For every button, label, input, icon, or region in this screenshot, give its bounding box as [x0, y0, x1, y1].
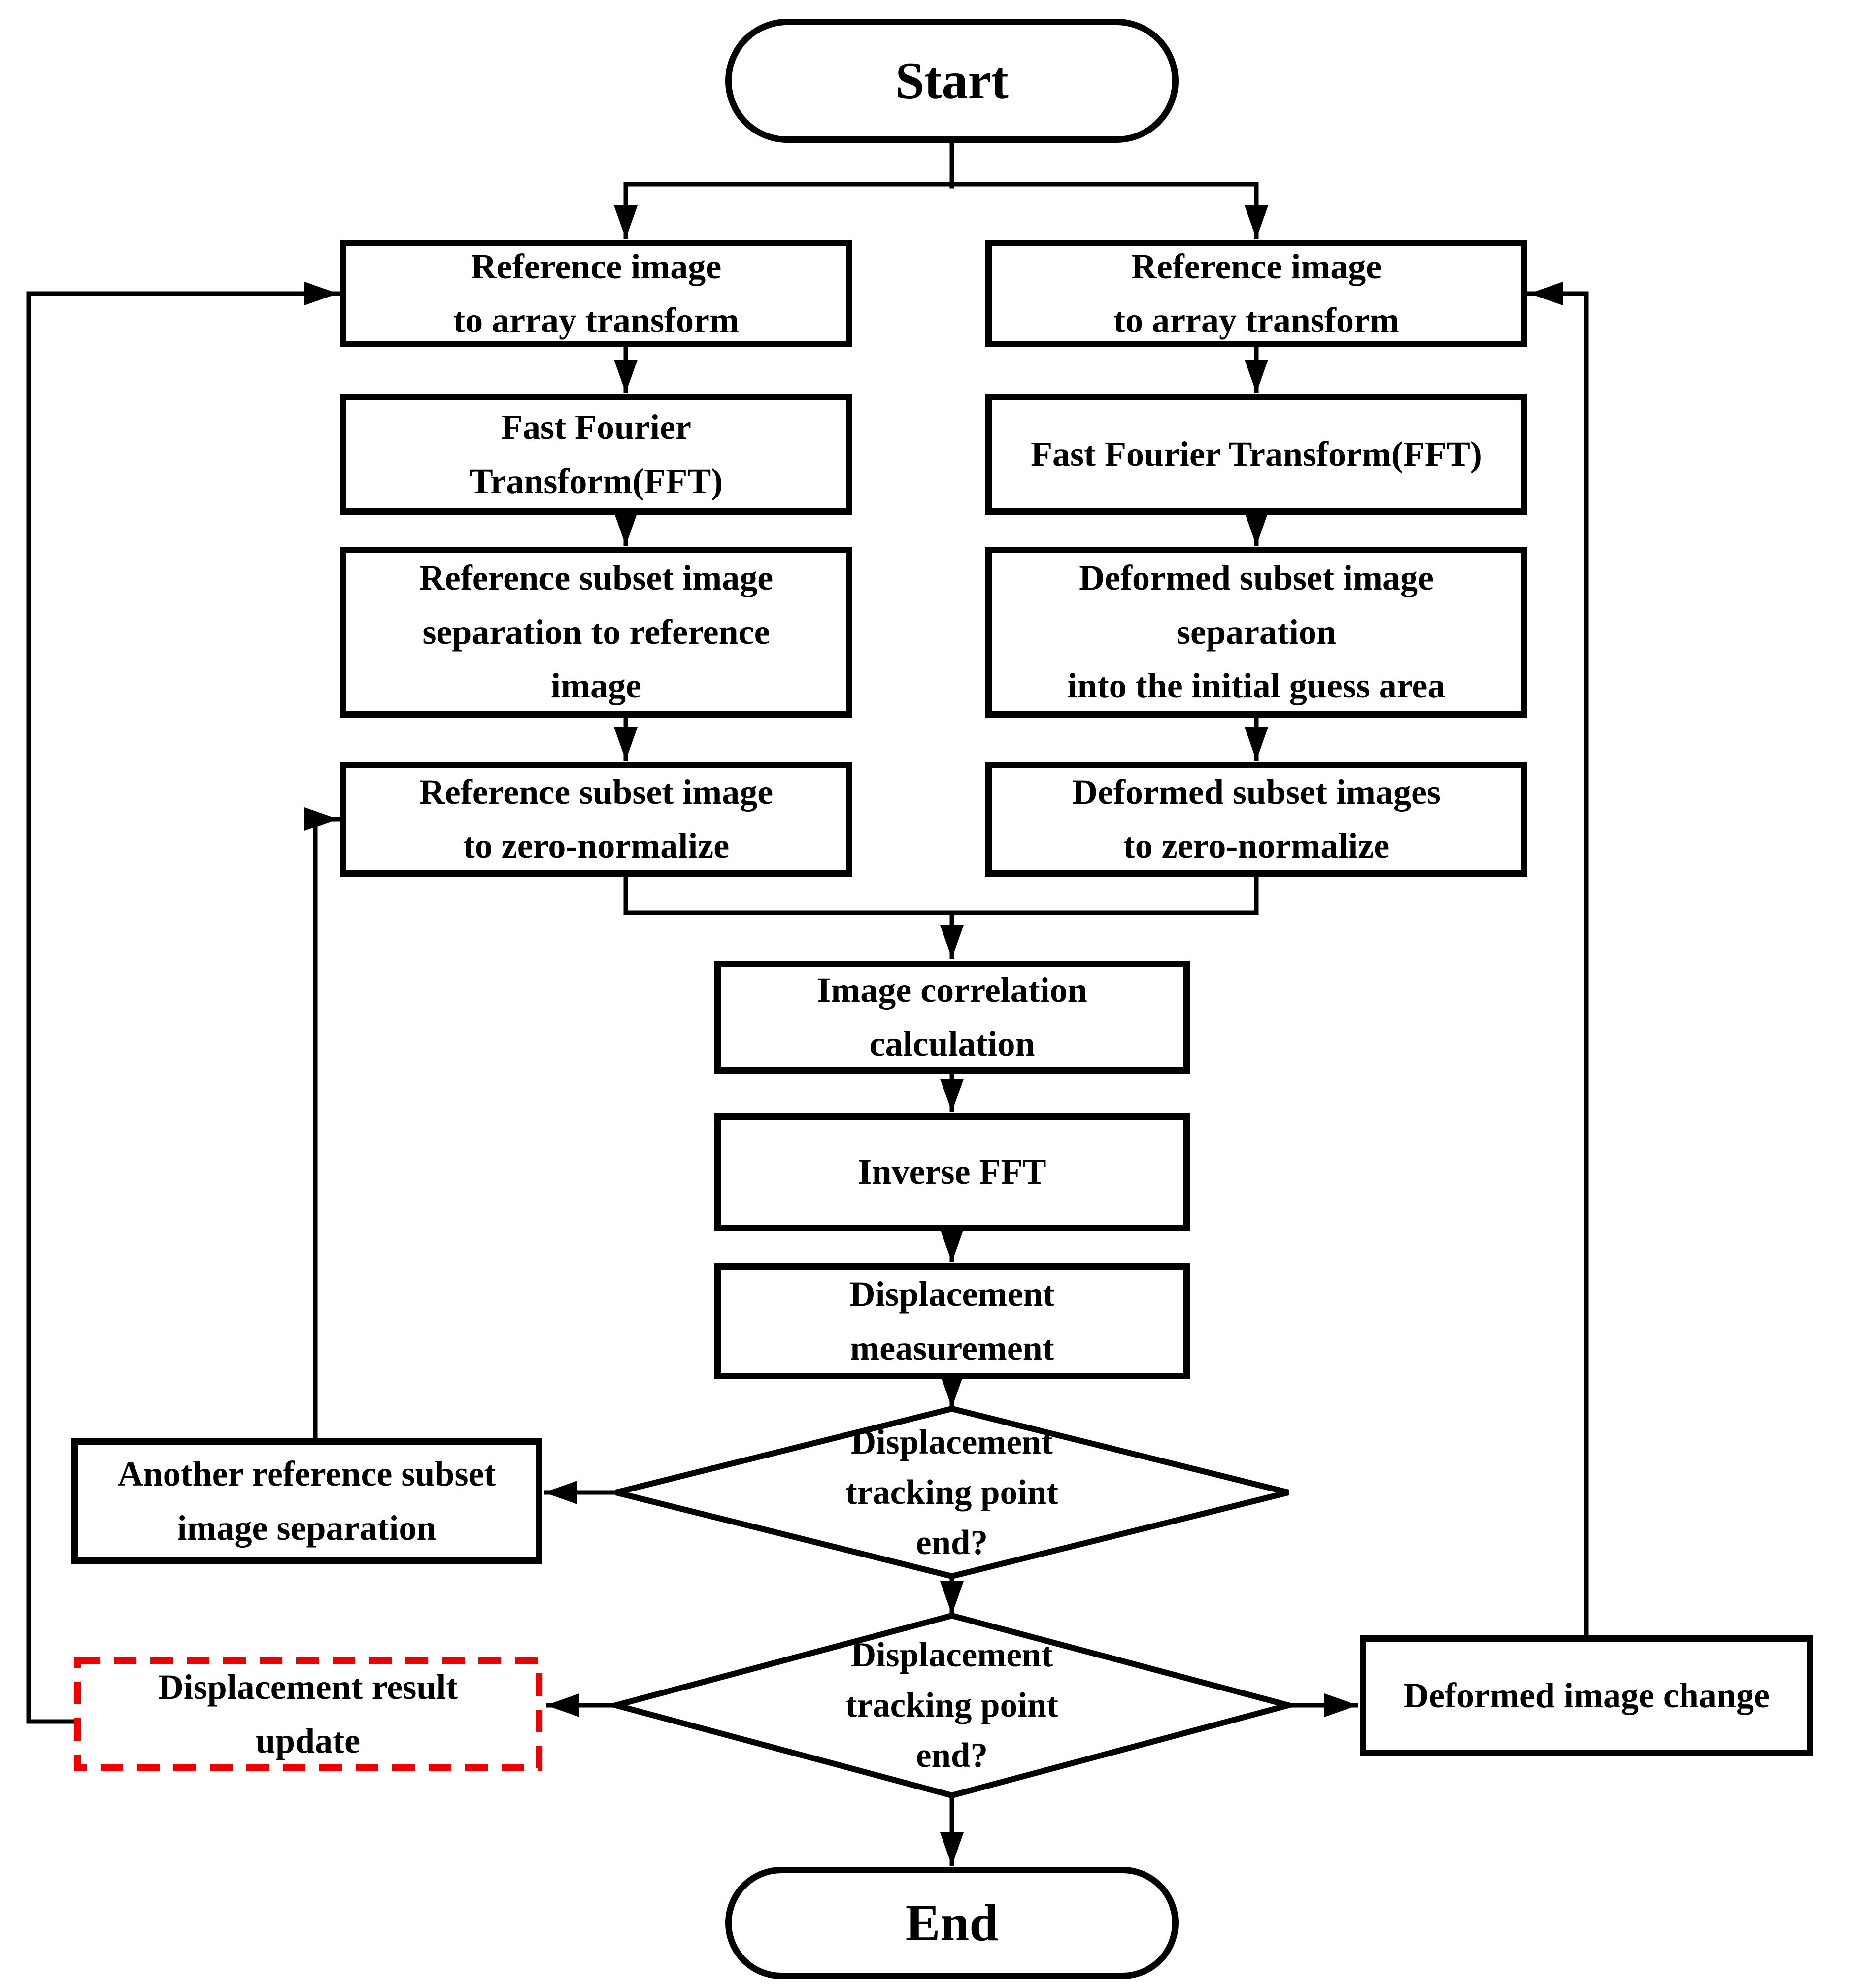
label-line: Deformed subset image: [1079, 558, 1434, 598]
process-deformed-subset-separation: Deformed subset image separation into th…: [985, 547, 1527, 718]
process-reference-image-array-left: Reference image to array transform: [340, 240, 852, 347]
label-line: end?: [916, 1736, 988, 1775]
end-terminal: End: [725, 1867, 1179, 1979]
label-line: Reference image: [471, 246, 722, 286]
label-line: Deformed subset images: [1072, 772, 1441, 812]
label-line: Fast Fourier: [501, 407, 691, 447]
label-line: tracking point: [845, 1686, 1058, 1724]
label-line: calculation: [869, 1024, 1035, 1063]
label-line: Transform(FFT): [469, 461, 723, 501]
label-line: Reference subset image: [419, 772, 774, 812]
process-displacement-result-update: Displacement result update: [74, 1657, 542, 1771]
label-line: to array transform: [453, 300, 739, 340]
label-line: into the initial guess area: [1067, 666, 1446, 706]
label-line: Displacement: [850, 1423, 1053, 1461]
decision2-diamond-shape: [604, 1612, 1300, 1799]
label-line: update: [255, 1721, 361, 1760]
label-line: tracking point: [845, 1473, 1058, 1512]
label-line: measurement: [850, 1328, 1054, 1368]
label-line: Image correlation: [817, 970, 1087, 1010]
label-line: separation to reference: [422, 612, 770, 652]
process-image-correlation: Image correlation calculation: [714, 961, 1190, 1074]
label-line: end?: [916, 1524, 988, 1562]
edge-another-ref-to-zero-normalize: [304, 807, 340, 1442]
label-line: Another reference subset: [117, 1454, 496, 1494]
label-line: image: [551, 666, 641, 706]
label-line: to zero-normalize: [463, 826, 730, 865]
decision2-label: Displacement tracking point end?: [730, 1627, 1174, 1783]
edge-deformed-change-to-ref-array-right: [1527, 282, 1589, 1639]
label-line: Reference image: [1131, 246, 1382, 286]
label-line: to zero-normalize: [1123, 826, 1390, 865]
process-fft-left: Fast Fourier Transform(FFT): [340, 394, 852, 515]
process-another-reference-subset: Another reference subset image separatio…: [71, 1438, 542, 1564]
end-label: End: [905, 1894, 999, 1952]
displacement-result-update-border: [74, 1657, 542, 1771]
decision1-diamond-shape: [615, 1405, 1289, 1580]
label-line: Reference subset image: [419, 558, 774, 598]
process-deformed-image-change: Deformed image change: [1360, 1635, 1813, 1756]
process-fft-right: Fast Fourier Transform(FFT): [985, 394, 1527, 515]
label-line: separation: [1177, 612, 1336, 652]
process-reference-subset-zero-normalize: Reference subset image to zero-normalize: [340, 762, 852, 877]
label-line: to array transform: [1113, 300, 1399, 340]
edge-result-update-to-ref-array-left: [26, 282, 340, 1724]
process-deformed-subset-zero-normalize: Deformed subset images to zero-normalize: [985, 762, 1527, 877]
start-terminal: Start: [725, 19, 1179, 143]
process-reference-image-array-right: Reference image to array transform: [985, 240, 1527, 347]
start-label: Start: [895, 52, 1009, 110]
decision1-label: Displacement tracking point end?: [730, 1415, 1174, 1570]
label-line: image separation: [177, 1508, 437, 1548]
process-reference-subset-separation: Reference subset image separation to ref…: [340, 547, 852, 718]
process-displacement-measurement: Displacement measurement: [714, 1263, 1190, 1379]
label-line: Fast Fourier Transform(FFT): [1031, 434, 1482, 474]
label-line: Displacement result: [158, 1667, 458, 1707]
label-line: Displacement: [850, 1635, 1053, 1674]
label-line: Displacement: [849, 1274, 1055, 1314]
label-line: Inverse FFT: [858, 1152, 1046, 1192]
process-inverse-fft: Inverse FFT: [714, 1113, 1190, 1231]
label-line: Deformed image change: [1403, 1675, 1770, 1715]
